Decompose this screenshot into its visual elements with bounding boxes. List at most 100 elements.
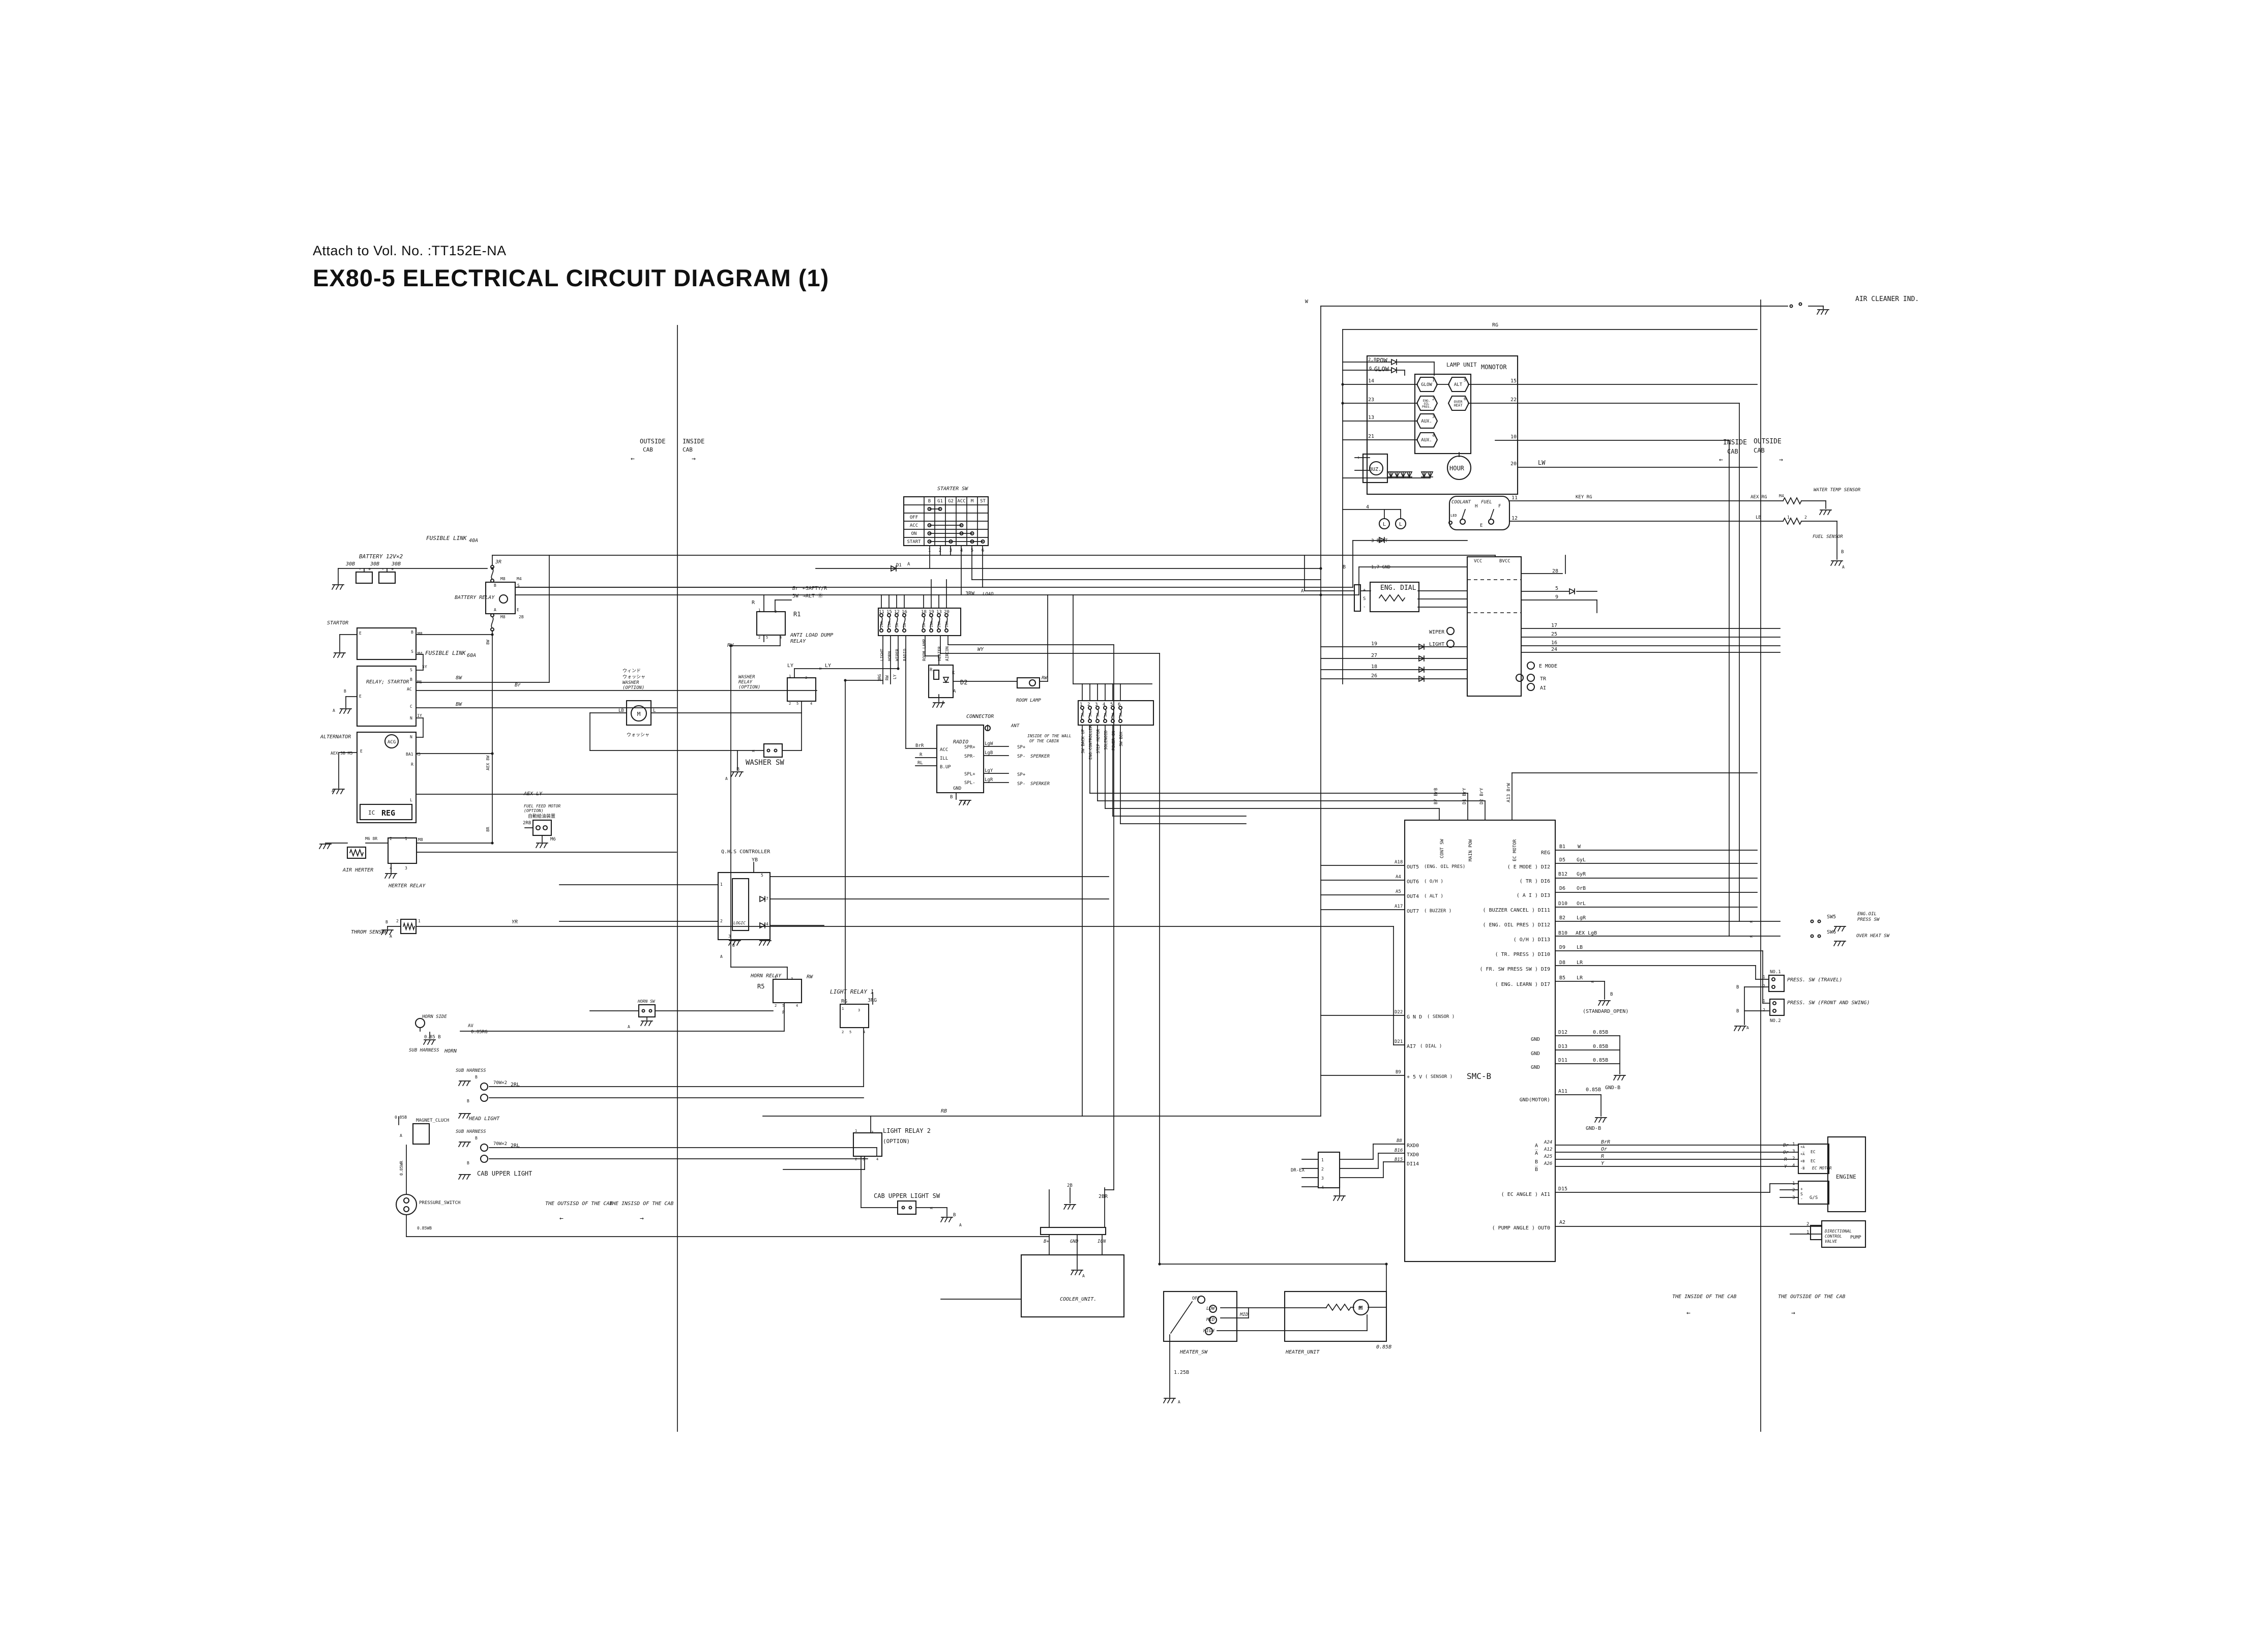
indicator-lamp — [1416, 432, 1438, 448]
label: A4 — [1396, 875, 1401, 880]
label: OF THE CABIN — [1029, 739, 1059, 743]
label: THE OUTSISD OF THE CAB — [545, 1201, 612, 1207]
label: A — [494, 608, 496, 612]
label: D1 BrY — [1462, 788, 1467, 804]
label: GND — [953, 786, 961, 791]
label: GND — [1531, 1037, 1540, 1042]
battery-relay — [485, 581, 516, 615]
washer-motor — [626, 700, 652, 726]
label: N — [410, 716, 412, 720]
diode-triangle — [1418, 666, 1425, 673]
label: E MODE — [1539, 664, 1557, 669]
circle — [1526, 682, 1535, 692]
ic-reg — [359, 803, 413, 821]
label: 2 — [1763, 984, 1765, 988]
ground-symbol — [384, 873, 397, 879]
junction — [1385, 1263, 1388, 1266]
label: G N D — [1407, 1014, 1422, 1020]
diode — [759, 895, 766, 903]
label: 4 — [1366, 504, 1369, 510]
label: AC — [407, 687, 412, 692]
label: STARTOR — [327, 620, 348, 626]
label: ROOM LAMP — [922, 639, 927, 661]
label: 1 — [1792, 1181, 1795, 1186]
label: A11 — [1558, 1089, 1567, 1094]
label: B — [1535, 1159, 1538, 1165]
circle — [1352, 1299, 1370, 1316]
label: ← — [1686, 1309, 1691, 1317]
ground-symbol — [333, 652, 346, 658]
label: 21 — [1368, 434, 1374, 439]
gs-unit — [1797, 1180, 1830, 1205]
label: 11 — [879, 610, 884, 615]
label: CAB — [643, 446, 653, 453]
diode-triangle — [759, 895, 766, 903]
label: - — [1357, 468, 1360, 473]
label: 7 — [766, 896, 768, 901]
label: M8 — [500, 577, 506, 581]
label: OFF — [910, 515, 918, 520]
label: CONT SW — [1440, 838, 1445, 858]
label: BVCC — [1499, 559, 1510, 564]
label: B.UP — [940, 765, 951, 770]
label: GLOW — [1374, 366, 1389, 373]
label: A5 — [1396, 889, 1401, 894]
label: 60A — [467, 653, 476, 658]
label: LOGIC — [733, 921, 746, 925]
label: INSIDE — [683, 438, 704, 445]
label: SUB HARNESS — [456, 1129, 486, 1134]
label: 5 — [782, 1004, 784, 1008]
label: ( PUMP ANGLE ) OUT0 — [1492, 1225, 1550, 1231]
horn-relay — [772, 978, 803, 1004]
label: D9 — [1559, 945, 1565, 950]
label: 1 — [1432, 378, 1435, 382]
attach-note: Attach to Vol. No. :TT152E-NA — [313, 243, 507, 258]
label: - — [359, 567, 361, 572]
label: 15 — [1510, 378, 1517, 384]
circle — [984, 725, 991, 732]
fuse-element — [1104, 708, 1107, 720]
ground-symbol — [458, 1174, 471, 1180]
circle — [403, 1206, 410, 1213]
label: 2RL — [511, 1143, 520, 1149]
contact — [927, 506, 932, 512]
contact — [927, 523, 932, 528]
label: IC — [368, 809, 375, 816]
label: VALVE — [1825, 1239, 1837, 1244]
label: (OPTION) — [524, 808, 544, 813]
label: 16 — [1551, 640, 1557, 646]
label: AEX 3B M5 — [331, 751, 353, 756]
label: H — [1475, 504, 1477, 509]
light-relay-1 — [839, 1003, 870, 1029]
contact — [970, 539, 974, 544]
label: 5 — [796, 702, 798, 706]
label: « — [1750, 933, 1753, 940]
label: 5A — [1119, 712, 1123, 717]
label: 3 — [858, 1008, 860, 1012]
label: 5 — [1110, 702, 1113, 707]
diode — [1391, 358, 1398, 366]
label: 0.85WB — [417, 1226, 432, 1230]
label: R — [920, 753, 923, 758]
diode-triangle — [1379, 536, 1385, 544]
label: A — [1746, 1026, 1749, 1030]
diode-triangle — [1400, 471, 1407, 478]
label: 2 — [939, 548, 941, 553]
label: ROOM LAMP — [1016, 698, 1041, 703]
resistor — [349, 848, 364, 857]
heater-sw — [1163, 1290, 1238, 1342]
horn-sw — [638, 1004, 656, 1018]
label: FUSIBLE LINK — [425, 650, 466, 656]
fuse-element — [1088, 708, 1091, 720]
lamp-box — [1414, 373, 1472, 455]
label: ウォッシャ — [627, 732, 649, 738]
label: LED — [1450, 514, 1457, 518]
label: A — [332, 789, 334, 793]
label: E — [359, 694, 362, 699]
label: HEAD LIGHT — [468, 1116, 500, 1122]
circle — [1771, 977, 1776, 982]
label: (OPTION) — [883, 1138, 910, 1145]
label: HEATER_UNIT — [1285, 1349, 1320, 1355]
label: « — [1591, 978, 1594, 985]
